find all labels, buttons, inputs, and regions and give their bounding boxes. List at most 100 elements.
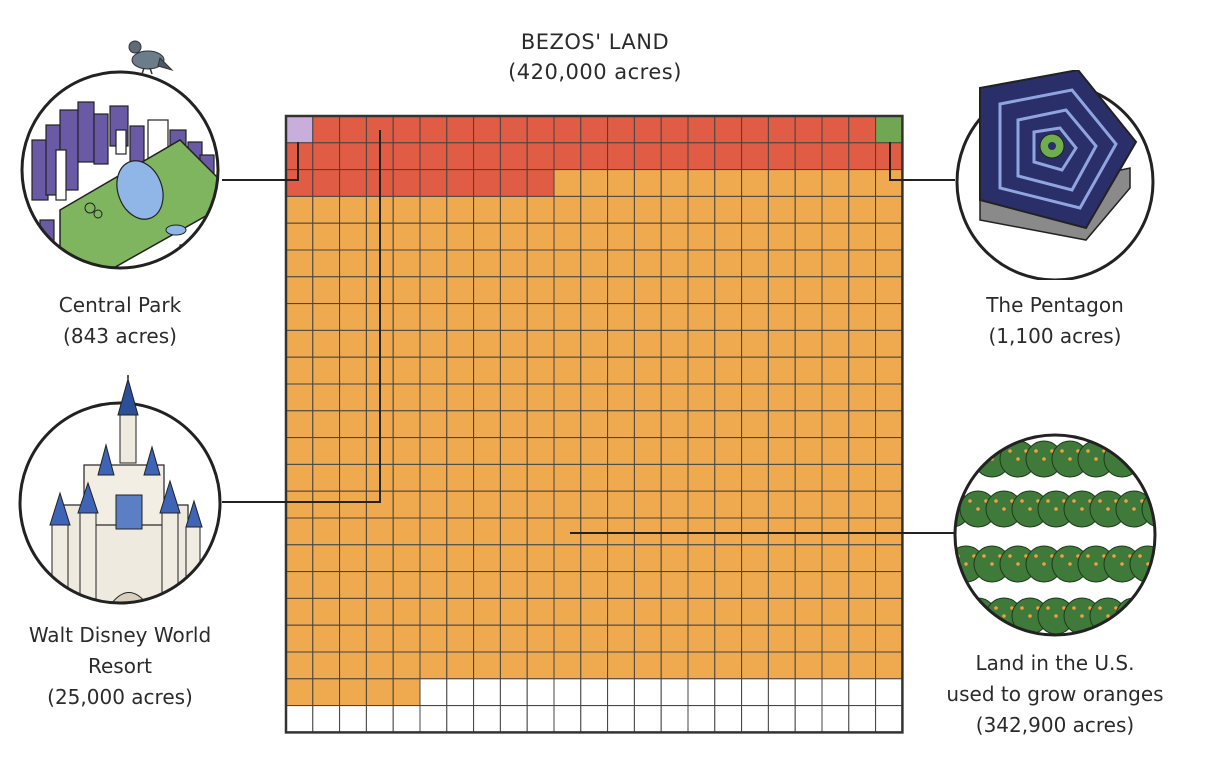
grid-cell xyxy=(553,303,582,331)
grid-cell xyxy=(312,222,341,251)
grid-cell xyxy=(553,437,582,465)
grid-cell xyxy=(312,383,341,412)
grid-cell xyxy=(392,356,421,385)
grid-cell xyxy=(526,329,555,358)
grid-cell xyxy=(794,303,823,331)
orange-fruit xyxy=(984,499,988,503)
grid-cell xyxy=(741,383,769,412)
diagram-title: BEZOS' LAND xyxy=(520,30,670,54)
grid-cell xyxy=(419,517,448,546)
grid-cell xyxy=(499,383,528,412)
grid-cell xyxy=(446,249,475,278)
grid-cell xyxy=(660,410,689,439)
grid-cell xyxy=(875,276,903,305)
orange-fruit xyxy=(1158,614,1160,618)
orange-fruit xyxy=(1034,449,1038,453)
orange-fruit xyxy=(1102,554,1106,558)
grid-cell xyxy=(499,517,528,546)
grid-cell xyxy=(687,437,716,465)
grid-cell xyxy=(714,705,743,733)
grid-cell xyxy=(526,249,555,278)
grid-cell xyxy=(794,490,823,519)
grid-cell xyxy=(767,437,796,465)
grid-cell xyxy=(714,410,743,439)
grid-cell xyxy=(660,303,689,331)
orange-fruit xyxy=(1124,499,1128,503)
orange-fruit xyxy=(1106,614,1110,618)
grid-cell xyxy=(848,517,877,546)
grid-cell xyxy=(446,705,475,733)
grid-cell xyxy=(499,115,528,144)
grid-cell xyxy=(767,276,796,305)
grid-cell xyxy=(687,705,716,733)
grid-cell xyxy=(848,705,877,733)
grid-cell xyxy=(285,517,314,546)
grid-cell xyxy=(607,678,635,707)
orange-fruit xyxy=(1062,499,1066,503)
grid-cell xyxy=(392,222,421,251)
grid-cell xyxy=(339,249,367,278)
grid-cell xyxy=(607,571,635,599)
oranges-name-line2: used to grow oranges xyxy=(946,682,1164,706)
grid-cell xyxy=(392,544,421,573)
grid-cell xyxy=(312,490,341,519)
grid-cell xyxy=(607,329,635,358)
grid-cell xyxy=(365,624,394,653)
grid-cell xyxy=(714,517,743,546)
orange-fruit xyxy=(1028,507,1032,511)
pentagon-acres: (1,100 acres) xyxy=(988,324,1122,348)
grid-cell xyxy=(392,571,421,599)
grid-cell xyxy=(848,651,877,680)
orange-fruit xyxy=(1036,606,1040,610)
grid-cell xyxy=(446,115,475,144)
grid-cell xyxy=(821,678,850,707)
grid-cell xyxy=(687,142,716,171)
grid-cell xyxy=(285,651,314,680)
grid-cell xyxy=(687,222,716,251)
orange-fruit xyxy=(1036,499,1040,503)
grid-cell xyxy=(392,195,421,224)
grid-cell xyxy=(660,195,689,224)
oranges-label: Land in the U.S. used to grow oranges (3… xyxy=(930,648,1180,741)
grid-cell xyxy=(633,142,662,171)
grid-cell xyxy=(419,356,448,385)
grid-cell xyxy=(446,329,475,358)
grid-cell xyxy=(553,195,582,224)
grid-cell xyxy=(473,303,501,331)
grid-cell xyxy=(580,195,609,224)
orange-fruit xyxy=(1042,562,1046,566)
grid-cell xyxy=(446,410,475,439)
grid-cell xyxy=(473,624,501,653)
grid-cell xyxy=(499,437,528,465)
grid-cell xyxy=(794,222,823,251)
grid-cell xyxy=(821,276,850,305)
grid-cell xyxy=(526,356,555,385)
grid-cell xyxy=(741,678,769,707)
grid-cell xyxy=(580,276,609,305)
orange-fruit xyxy=(1062,606,1066,610)
grid-cell xyxy=(446,222,475,251)
grid-cell xyxy=(821,624,850,653)
grid-cell xyxy=(741,490,769,519)
grid-cell xyxy=(339,195,367,224)
grid-cell xyxy=(392,597,421,626)
grid-cell xyxy=(794,195,823,224)
castle-illustration xyxy=(18,375,222,605)
grid-cell xyxy=(821,463,850,492)
central-park-leader xyxy=(222,142,299,181)
grid-cell xyxy=(875,571,903,599)
grid-cell xyxy=(714,463,743,492)
grid-cell xyxy=(419,651,448,680)
central-park-label: Central Park (843 acres) xyxy=(20,290,220,352)
grid-cell xyxy=(312,651,341,680)
grid-cell xyxy=(580,571,609,599)
grid-cell xyxy=(607,705,635,733)
grid-cell xyxy=(446,544,475,573)
grid-cell xyxy=(553,705,582,733)
grid-cell xyxy=(875,705,903,733)
grid-cell xyxy=(633,410,662,439)
grid-cell xyxy=(848,490,877,519)
grid-cell xyxy=(767,544,796,573)
grid-cell xyxy=(875,383,903,412)
grid-cell xyxy=(526,115,555,144)
